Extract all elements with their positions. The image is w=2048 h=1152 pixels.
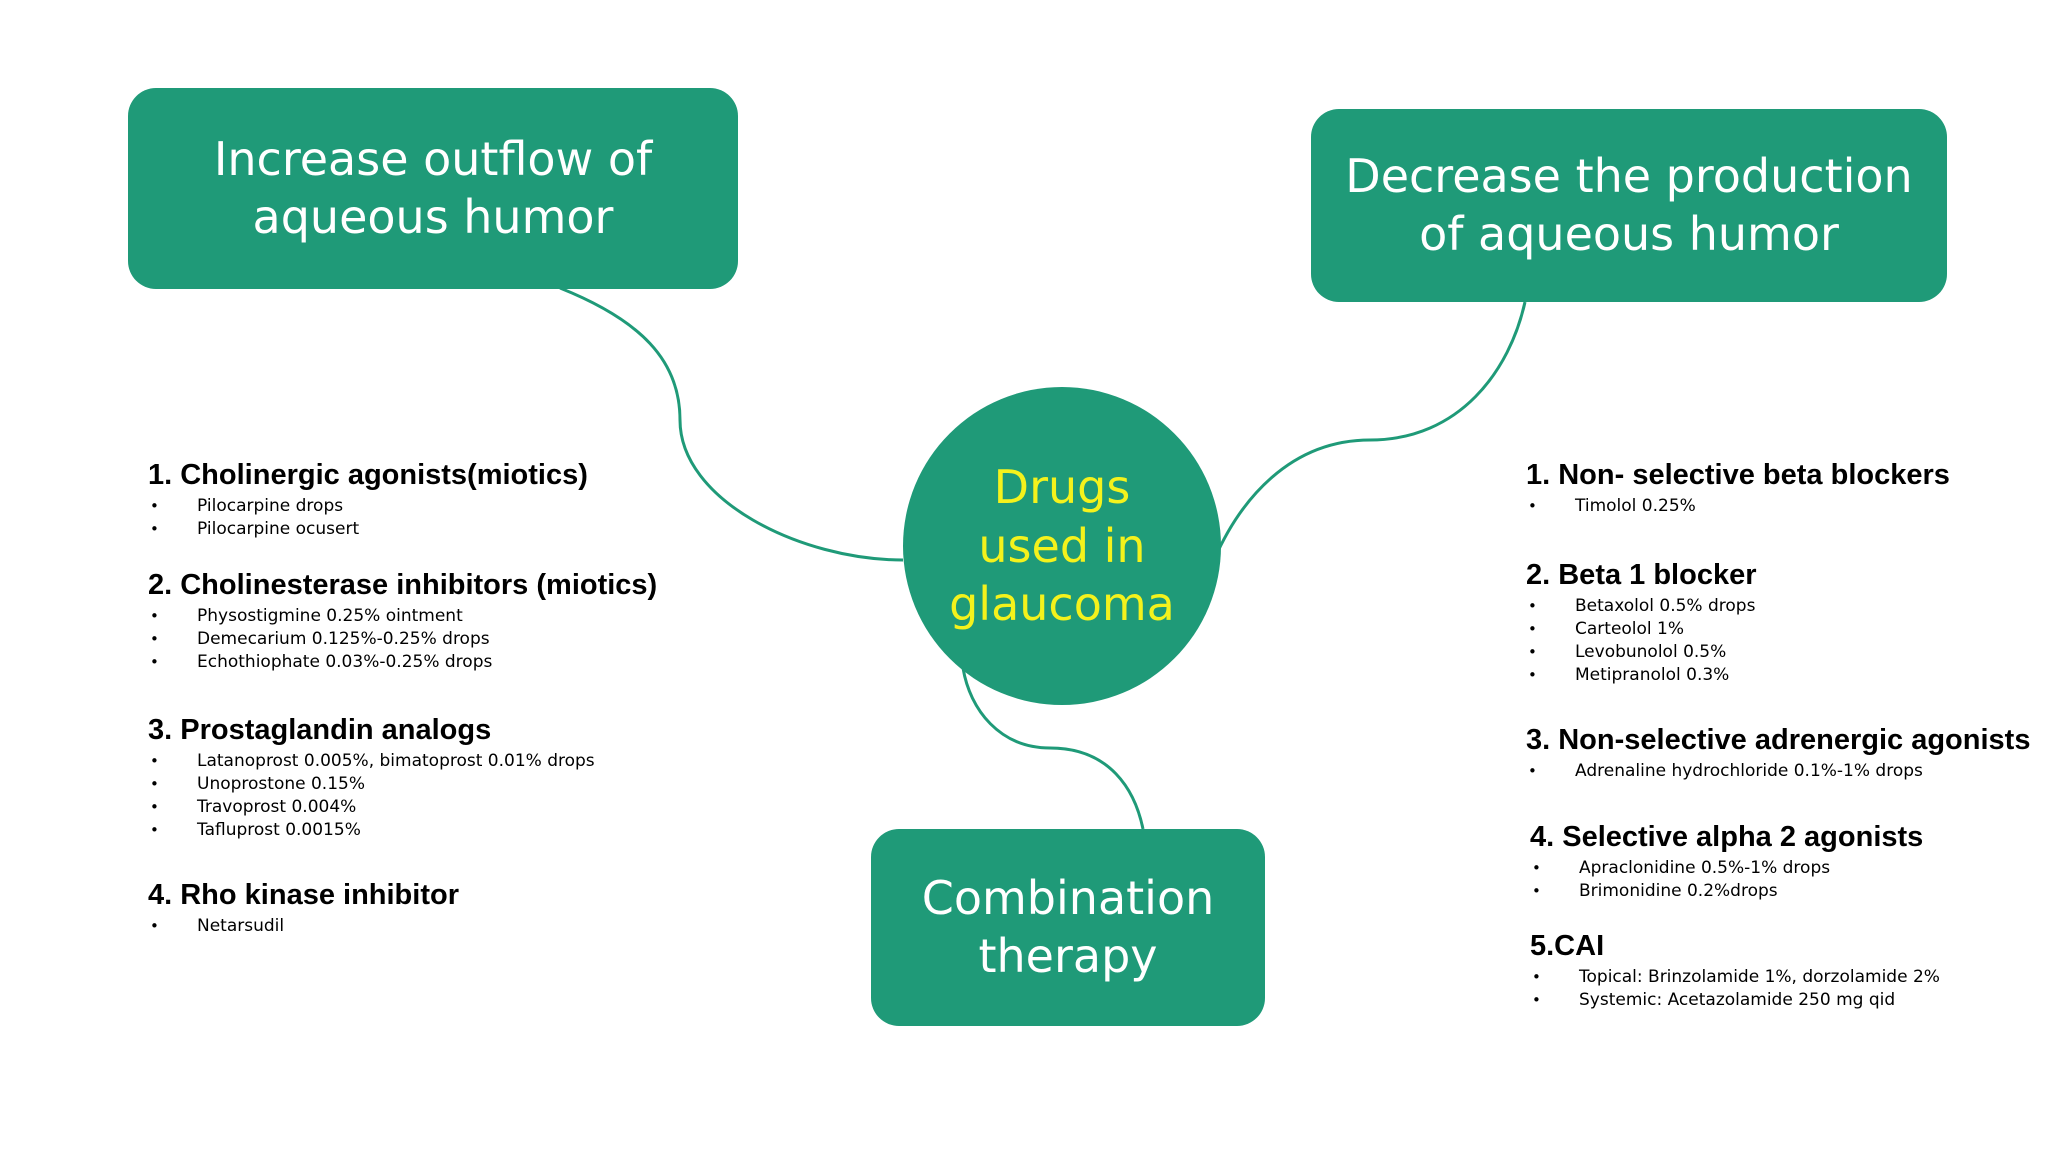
drug-group: 3. Prostaglandin analogs Latanoprost 0.0… xyxy=(148,713,708,842)
drug-item: Demecarium 0.125%-0.25% drops xyxy=(148,628,708,651)
drug-group: 1. Non- selective beta blockers Timolol … xyxy=(1526,458,2046,518)
drug-item: Carteolol 1% xyxy=(1526,618,2046,641)
drug-group-title: 4. Selective alpha 2 agonists xyxy=(1530,821,1924,853)
drug-item: Metipranolol 0.3% xyxy=(1526,664,2046,687)
drug-group-title: 3. Prostaglandin analogs xyxy=(148,714,492,746)
drug-item: Echothiophate 0.03%-0.25% drops xyxy=(148,651,708,674)
drug-group-title: 4. Rho kinase inhibitor xyxy=(148,879,459,911)
drug-item: Betaxolol 0.5% drops xyxy=(1526,595,2046,618)
drug-item: Latanoprost 0.005%, bimatoprost 0.01% dr… xyxy=(148,750,708,773)
branch-combination-therapy-label: Combination therapy xyxy=(921,871,1215,983)
branch-decrease-production[interactable]: Decrease the production of aqueous humor xyxy=(1311,109,1947,302)
central-topic[interactable]: Drugs used in glaucoma xyxy=(903,387,1221,705)
drug-group-title: 2. Beta 1 blocker xyxy=(1526,559,1757,591)
drug-item: Topical: Brinzolamide 1%, dorzolamide 2% xyxy=(1530,966,2048,989)
drug-group-title: 1. Cholinergic agonists(miotics) xyxy=(148,459,588,491)
drug-group: 2. Beta 1 blocker Betaxolol 0.5% drops C… xyxy=(1526,558,2046,687)
drug-item: Pilocarpine ocusert xyxy=(148,518,708,541)
drug-item: Systemic: Acetazolamide 250 mg qid xyxy=(1530,989,2048,1012)
drug-item: Levobunolol 0.5% xyxy=(1526,641,2046,664)
drug-item: Travoprost 0.004% xyxy=(148,796,708,819)
drug-group: 4. Selective alpha 2 agonists Apraclonid… xyxy=(1530,820,2048,903)
branch-combination-therapy[interactable]: Combination therapy xyxy=(871,829,1265,1026)
drug-item: Physostigmine 0.25% ointment xyxy=(148,605,708,628)
drug-item: Netarsudil xyxy=(148,915,708,938)
drug-item: Tafluprost 0.0015% xyxy=(148,819,708,842)
drug-group-title: 3. Non-selective adrenergic agonists xyxy=(1526,724,2031,756)
drug-group: 4. Rho kinase inhibitor Netarsudil xyxy=(148,878,708,938)
drug-item: Unoprostone 0.15% xyxy=(148,773,708,796)
drug-group: 1. Cholinergic agonists(miotics) Pilocar… xyxy=(148,458,708,541)
central-topic-label: Drugs used in glaucoma xyxy=(949,459,1175,632)
drug-item: Apraclonidine 0.5%-1% drops xyxy=(1530,857,2048,880)
branch-decrease-production-label: Decrease the production of aqueous humor xyxy=(1345,149,1913,261)
drug-group: 2. Cholinesterase inhibitors (miotics) P… xyxy=(148,568,708,674)
drug-item: Pilocarpine drops xyxy=(148,495,708,518)
drug-group-title: 1. Non- selective beta blockers xyxy=(1526,459,1950,491)
drug-item: Brimonidine 0.2%drops xyxy=(1530,880,2048,903)
drug-group-title: 2. Cholinesterase inhibitors (miotics) xyxy=(148,569,658,601)
drug-item: Adrenaline hydrochloride 0.1%-1% drops xyxy=(1526,760,2046,783)
drug-item: Timolol 0.25% xyxy=(1526,495,2046,518)
drug-group-title: 5.CAI xyxy=(1530,930,1605,962)
branch-increase-outflow[interactable]: Increase outflow of aqueous humor xyxy=(128,88,738,289)
branch-increase-outflow-label: Increase outflow of aqueous humor xyxy=(213,132,653,244)
drug-group: 5.CAI Topical: Brinzolamide 1%, dorzolam… xyxy=(1530,929,2048,1012)
connector-right xyxy=(1212,301,1527,561)
drug-group: 3. Non-selective adrenergic agonists Adr… xyxy=(1526,723,2046,783)
